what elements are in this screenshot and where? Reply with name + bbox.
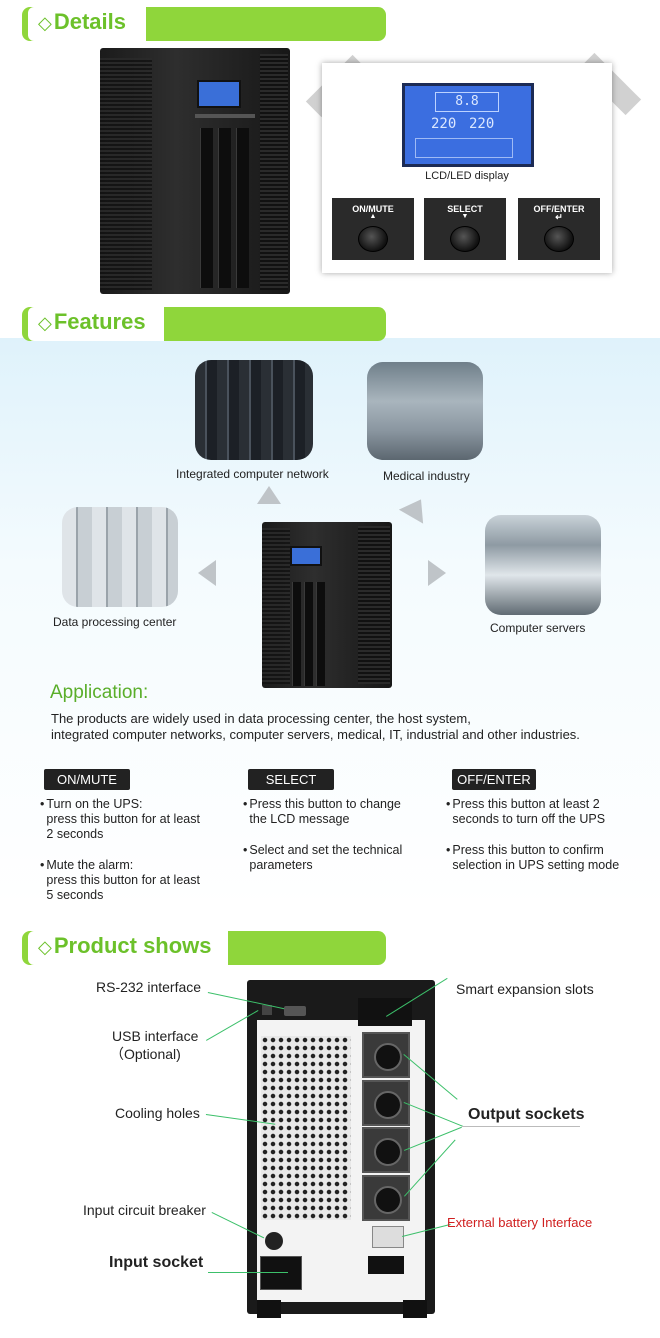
product-shows-header: ◇Product shows bbox=[22, 931, 386, 965]
application-text-1: The products are widely used in data pro… bbox=[51, 711, 471, 726]
on-mute-item-1: •Turn on the UPS: press this button for … bbox=[40, 797, 200, 841]
ups-front-image bbox=[100, 48, 290, 294]
enter-arrow-icon: ↵ bbox=[555, 212, 563, 222]
off-enter-button-image: OFF/ENTER ↵ bbox=[518, 198, 600, 260]
usb-label: USB interface bbox=[112, 1028, 199, 1044]
network-caption: Integrated computer network bbox=[176, 467, 329, 481]
battery-connector bbox=[372, 1226, 404, 1248]
product-shows-title: ◇Product shows bbox=[38, 933, 212, 958]
cooling-label: Cooling holes bbox=[115, 1105, 200, 1121]
network-photo bbox=[195, 360, 313, 460]
details-header: ◇Details bbox=[22, 7, 386, 41]
rs232-label: RS-232 interface bbox=[96, 979, 202, 995]
details-title: ◇Details bbox=[38, 9, 126, 34]
usb-optional-label: （Optional) bbox=[110, 1046, 181, 1062]
diamond-icon: ◇ bbox=[38, 937, 52, 957]
lcd-caption: LCD/LED display bbox=[425, 170, 509, 182]
features-header: ◇Features bbox=[22, 307, 386, 341]
data-center-caption: Data processing center bbox=[53, 615, 177, 629]
select-item-2: •Select and set the technical parameters bbox=[243, 843, 403, 872]
ups-lcd bbox=[197, 80, 241, 108]
off-enter-item-2: •Press this button to confirm selection … bbox=[446, 843, 620, 872]
lcd-display-image: 8.8 220 220 bbox=[402, 83, 534, 167]
ups-feature-image bbox=[262, 522, 392, 688]
medical-caption: Medical industry bbox=[383, 469, 470, 483]
cooling-grille bbox=[261, 1036, 351, 1220]
features-title: ◇Features bbox=[38, 309, 146, 334]
medical-photo bbox=[367, 362, 483, 460]
servers-caption: Computer servers bbox=[490, 621, 586, 635]
circuit-breaker bbox=[265, 1232, 283, 1250]
output-label: Output sockets bbox=[468, 1106, 585, 1123]
select-button-image: SELECT ▼ bbox=[424, 198, 506, 260]
expansion-slot bbox=[358, 998, 412, 1026]
breaker-label: Input circuit breaker bbox=[83, 1202, 206, 1218]
application-title: Application: bbox=[50, 682, 149, 703]
rs232-port bbox=[284, 1006, 306, 1016]
up-arrow-icon: ▲ bbox=[369, 213, 377, 220]
on-mute-button-image: ON/MUTE ▲ bbox=[332, 198, 414, 260]
off-enter-label: OFF/ENTER bbox=[452, 769, 536, 790]
expansion-label: Smart expansion slots bbox=[456, 981, 594, 997]
usb-port bbox=[262, 1005, 272, 1015]
diamond-icon: ◇ bbox=[38, 13, 52, 33]
data-center-photo bbox=[62, 507, 178, 607]
arrow-left-icon bbox=[198, 560, 216, 586]
battery-label: External battery Interface bbox=[447, 1215, 593, 1230]
down-arrow-icon: ▼ bbox=[461, 213, 469, 220]
arrow-up-icon bbox=[257, 486, 281, 504]
on-mute-label: ON/MUTE bbox=[44, 769, 130, 790]
input-socket-label: Input socket bbox=[109, 1254, 204, 1271]
off-enter-item-1: •Press this button at least 2 seconds to… bbox=[446, 797, 606, 826]
select-label: SELECT bbox=[248, 769, 334, 790]
input-socket-port bbox=[260, 1256, 302, 1290]
select-item-1: •Press this button to change the LCD mes… bbox=[243, 797, 401, 826]
diamond-icon: ◇ bbox=[38, 313, 52, 333]
arrow-right-icon bbox=[428, 560, 446, 586]
servers-photo bbox=[485, 515, 601, 615]
on-mute-item-2: •Mute the alarm: press this button for a… bbox=[40, 858, 200, 902]
display-detail-panel: 8.8 220 220 LCD/LED display ON/MUTE ▲ SE… bbox=[322, 63, 612, 273]
application-text-2: integrated computer networks, computer s… bbox=[51, 727, 580, 742]
